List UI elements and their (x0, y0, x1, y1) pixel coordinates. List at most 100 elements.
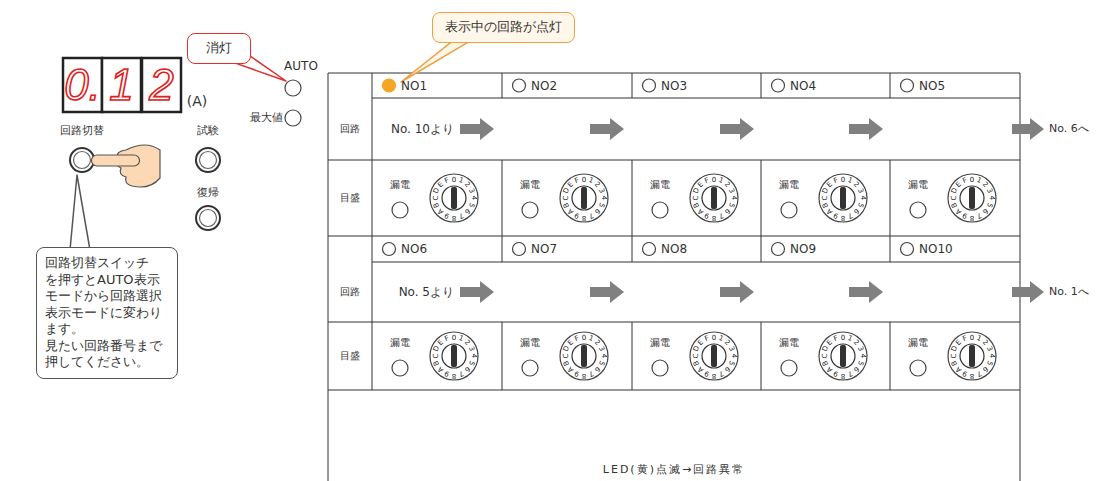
dial-mark: 4 (729, 196, 736, 200)
dial-pointer (969, 345, 975, 367)
panel-label: NO1 (401, 78, 427, 92)
max-led (285, 110, 301, 126)
dial-mark: 8 (841, 371, 845, 378)
callout-tail (70, 175, 90, 250)
dial-mark: 4 (987, 196, 994, 200)
panel-label: NO3 (661, 78, 687, 92)
dial-ring (560, 332, 608, 380)
segment-digit: 1 (109, 63, 133, 107)
circuit-led (513, 243, 526, 256)
leak-led (910, 360, 926, 376)
table-rule (328, 73, 329, 481)
dial-mark: 8 (841, 213, 845, 220)
dial-pointer (840, 345, 846, 367)
flow-arrow (1012, 118, 1044, 140)
dial-mark: C (562, 196, 569, 201)
table-rule (372, 73, 373, 390)
flow-arrow (590, 281, 624, 303)
panel-label: No. 6へ (1049, 122, 1089, 135)
circuit-led (643, 79, 656, 92)
push-button-cap (200, 210, 217, 227)
panel-label: 目盛 (340, 192, 360, 204)
panel-label: 回路 (340, 123, 360, 135)
panel-label: 回路 (340, 286, 360, 298)
panel-label: 漏電 (908, 179, 928, 191)
callout-box: 消灯 (187, 33, 251, 64)
leak-led (392, 202, 408, 218)
panel-label: No. 1へ (1049, 285, 1089, 298)
circuit-led (643, 243, 656, 256)
panel-label: 漏電 (390, 337, 410, 349)
dial-mark: 0 (970, 176, 974, 183)
push-button-cap (74, 152, 91, 169)
dial-mark: 8 (452, 371, 456, 378)
dial-pointer (581, 345, 587, 367)
dial-pointer (840, 187, 846, 209)
leak-led (522, 202, 538, 218)
dial-pointer (969, 187, 975, 209)
hand-finger (92, 155, 140, 166)
dial-knob (960, 344, 984, 368)
dial-pointer (581, 187, 587, 209)
dial-ring (430, 332, 478, 380)
panel-label: No. 10より (391, 122, 454, 136)
dial-mark: C (950, 354, 957, 359)
flow-arrow (720, 281, 754, 303)
panel-label: NO5 (919, 78, 945, 92)
dial-knob (702, 186, 726, 210)
panel-label: NO6 (401, 242, 427, 256)
leak-led (522, 360, 538, 376)
push-button (196, 148, 220, 172)
circuit-led (901, 79, 914, 92)
panel-label: NO8 (661, 242, 687, 256)
table-rule (502, 322, 503, 390)
leak-led (652, 360, 668, 376)
dial-knob (831, 186, 855, 210)
circuit-led (383, 243, 396, 256)
dial-mark: 4 (599, 196, 606, 200)
panel-label: 試験 (197, 124, 219, 137)
dial-mark: 0 (582, 176, 586, 183)
segment-cell (63, 58, 102, 112)
dial-mark: 4 (729, 354, 736, 358)
table-rule (328, 390, 1020, 391)
leak-led (910, 202, 926, 218)
dial-mark: 8 (582, 213, 586, 220)
dial-ring (948, 332, 996, 380)
panel-label: AUTO (284, 59, 318, 73)
circuit-led (513, 79, 526, 92)
callout-text: 回路切替スイッチ を押すとAUTO表示 モードから回路選択 表示モードに変わり … (45, 255, 169, 371)
dial-ring (819, 332, 867, 380)
table-rule (761, 73, 762, 98)
panel-label: LED(黄)点滅→回路異常 (603, 463, 745, 476)
segment-cell (142, 58, 181, 112)
dial-knob (442, 186, 466, 210)
dial-ring (948, 174, 996, 222)
panel-label: NO10 (919, 242, 953, 256)
panel-label: NO4 (790, 78, 816, 92)
dial-mark: 4 (469, 196, 476, 200)
panel-label: 漏電 (908, 337, 928, 349)
dial-knob (572, 186, 596, 210)
dial-ring (690, 332, 738, 380)
panel-label: 漏電 (520, 179, 540, 191)
flow-arrow (1012, 281, 1044, 303)
panel-label: NO9 (790, 242, 816, 256)
flow-arrow (849, 118, 883, 140)
dial-mark: C (821, 354, 828, 359)
panel-label: NO7 (531, 242, 557, 256)
dial-ring (430, 174, 478, 222)
circuit-led (901, 243, 914, 256)
dial-mark: 0 (970, 334, 974, 341)
dial-knob (960, 186, 984, 210)
flow-arrow (849, 281, 883, 303)
panel-label: (A) (187, 93, 208, 110)
table-rule (328, 322, 1020, 323)
flow-arrow (460, 118, 494, 140)
push-button (70, 148, 94, 172)
segment-digit: 2 (149, 63, 173, 107)
segment-cell (102, 58, 141, 112)
table-rule (761, 160, 762, 262)
dial-mark: 0 (841, 334, 845, 341)
dial-pointer (711, 345, 717, 367)
